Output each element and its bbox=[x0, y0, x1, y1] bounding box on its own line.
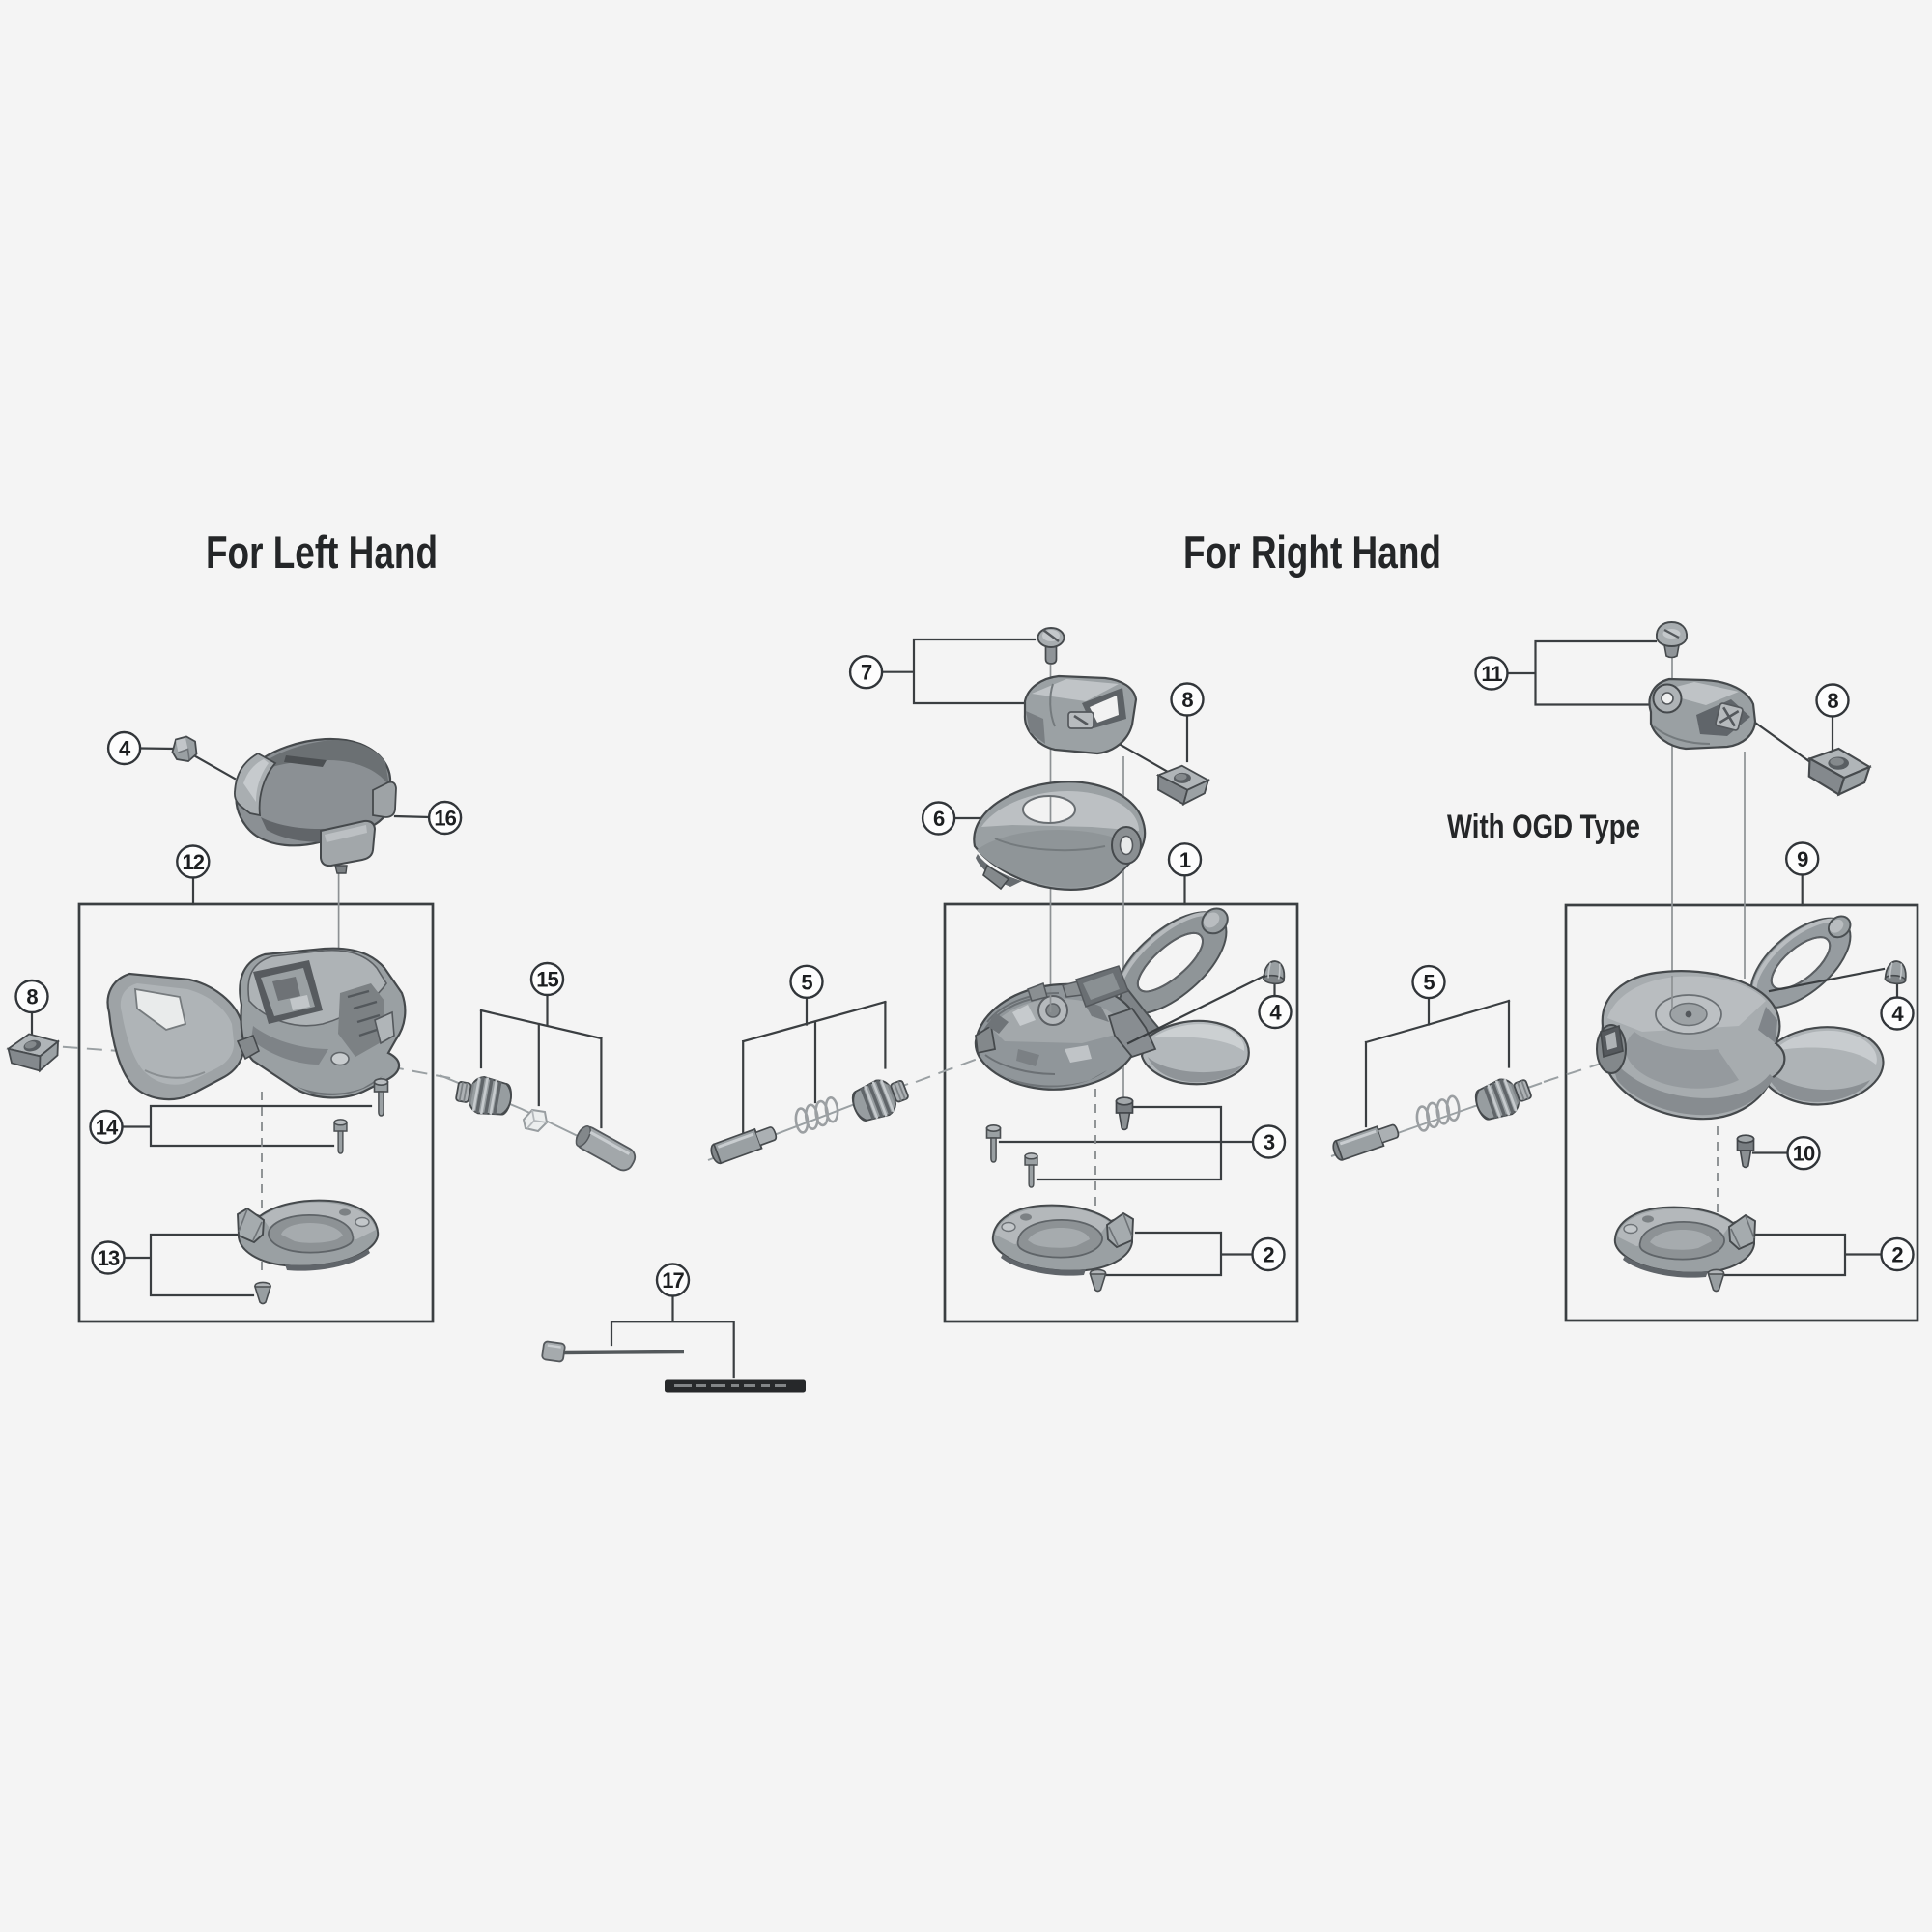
svg-text:6: 6 bbox=[933, 807, 945, 831]
svg-text:With OGD Type: With OGD Type bbox=[1447, 809, 1640, 845]
svg-text:11: 11 bbox=[1481, 662, 1502, 686]
svg-text:4: 4 bbox=[1891, 1002, 1904, 1026]
svg-text:8: 8 bbox=[1181, 688, 1193, 712]
svg-text:9: 9 bbox=[1797, 847, 1808, 871]
svg-text:14: 14 bbox=[96, 1116, 119, 1140]
svg-text:15: 15 bbox=[536, 968, 558, 992]
svg-text:7: 7 bbox=[861, 661, 872, 685]
svg-text:8: 8 bbox=[1827, 689, 1838, 713]
svg-text:5: 5 bbox=[801, 970, 812, 994]
svg-text:2: 2 bbox=[1891, 1243, 1903, 1267]
svg-text:2: 2 bbox=[1263, 1243, 1274, 1267]
svg-text:4: 4 bbox=[1269, 1001, 1282, 1025]
svg-text:10: 10 bbox=[1793, 1142, 1815, 1166]
svg-text:12: 12 bbox=[183, 850, 205, 874]
svg-text:8: 8 bbox=[26, 985, 38, 1009]
svg-text:4: 4 bbox=[119, 737, 131, 761]
svg-text:16: 16 bbox=[434, 807, 456, 831]
svg-text:17: 17 bbox=[662, 1268, 684, 1293]
svg-text:3: 3 bbox=[1264, 1130, 1275, 1154]
svg-text:13: 13 bbox=[98, 1246, 120, 1270]
svg-text:1: 1 bbox=[1179, 848, 1191, 872]
svg-text:For Left Hand: For Left Hand bbox=[206, 526, 438, 578]
svg-text:5: 5 bbox=[1423, 971, 1435, 995]
svg-text:For Right Hand: For Right Hand bbox=[1183, 526, 1441, 578]
